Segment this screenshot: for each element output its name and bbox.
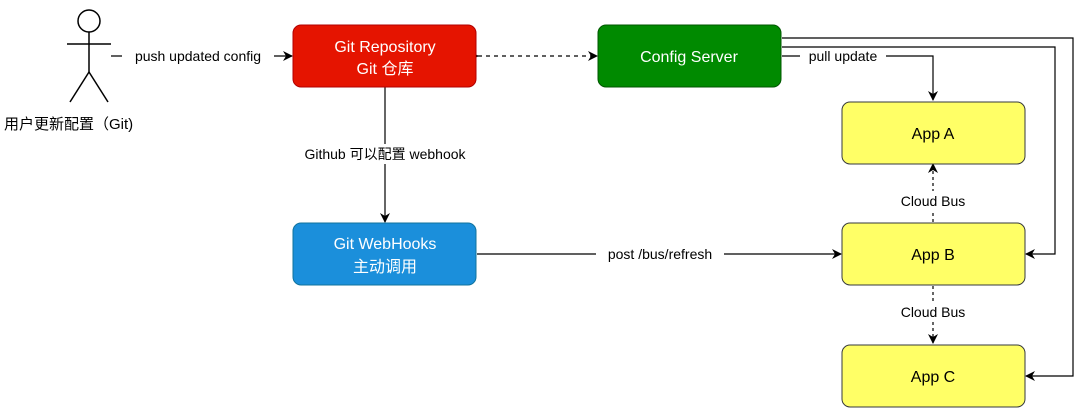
git-webhooks-box (292, 222, 477, 286)
app-a-box (841, 101, 1026, 165)
config-server-node[interactable]: Config Server (597, 24, 782, 88)
webhook-label-bg (288, 144, 482, 164)
pull-label-bg (800, 46, 886, 66)
git-repository-title: Git Repository (334, 39, 435, 56)
git-webhooks-title: Git WebHooks (334, 236, 437, 253)
push-label-bg (122, 46, 274, 66)
git-webhooks-node[interactable]: Git WebHooks 主动调用 (292, 222, 477, 286)
git-webhooks-subtitle: 主动调用 (353, 258, 417, 276)
git-repository-box (292, 24, 477, 88)
bus-ab-label-bg (890, 191, 976, 211)
app-b-node[interactable]: App B (841, 222, 1026, 286)
app-c-box (841, 344, 1026, 408)
config-server-box (597, 24, 782, 88)
app-a-label: App A (912, 126, 955, 143)
app-c-node[interactable]: App C (841, 344, 1026, 408)
git-repository-node[interactable]: Git Repository Git 仓库 (292, 24, 477, 88)
git-repository-subtitle: Git 仓库 (357, 60, 414, 78)
refresh-label-bg (596, 244, 724, 264)
user-actor-icon (67, 9, 111, 103)
push-label: push updated config (135, 48, 261, 64)
actor-label: 用户更新配置（Git) (4, 116, 133, 133)
app-b-box (841, 222, 1026, 286)
pull-label: pull update (809, 48, 878, 64)
bus-bc-label-bg (890, 302, 976, 322)
app-c-label: App C (911, 369, 955, 386)
bus-ab-label: Cloud Bus (901, 193, 966, 209)
pull-connector-app-c (782, 37, 1074, 381)
app-a-node[interactable]: App A (841, 101, 1026, 165)
config-server-label: Config Server (640, 49, 738, 66)
pull-connector-app-b (782, 46, 1056, 259)
bus-bc-label: Cloud Bus (901, 304, 966, 320)
app-b-label: App B (911, 247, 955, 264)
webhook-label: Github 可以配置 webhook (304, 146, 466, 162)
refresh-label: post /bus/refresh (608, 246, 712, 262)
